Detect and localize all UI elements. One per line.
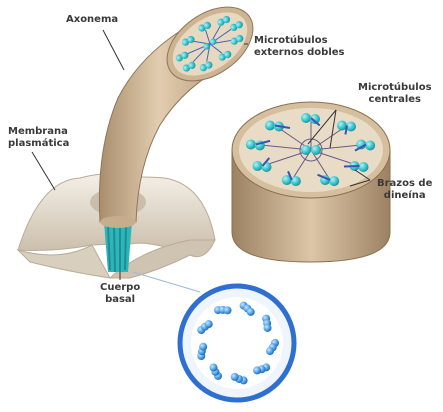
triplet-microtubule xyxy=(266,347,274,355)
triplet-microtubule xyxy=(247,308,255,316)
doublet-microtubule xyxy=(365,140,375,150)
triplet-microtubule xyxy=(205,320,213,328)
doublet-microtubule xyxy=(262,162,272,172)
label-cuerpo-basal: Cuerpo basal xyxy=(100,282,140,306)
central-microtubule xyxy=(301,145,311,155)
spoke-line xyxy=(344,166,360,167)
triplet-microtubule xyxy=(231,373,239,381)
doublet-microtubule xyxy=(358,162,368,172)
label-microtubulos-centrales: Microtúbulos centrales xyxy=(358,82,432,106)
label-membrana-plasmatica: Membrana plasmática xyxy=(8,126,69,150)
doublet-microtubule xyxy=(265,120,275,130)
doublet-microtubule xyxy=(301,113,311,123)
doublet-microtubule xyxy=(253,161,263,171)
label-axonema: Axonema xyxy=(66,14,118,26)
doublet-microtubule xyxy=(329,176,339,186)
central-microtubule xyxy=(311,145,321,155)
cross-section-cylinder xyxy=(232,102,390,262)
basal-body xyxy=(104,222,132,272)
triplet-microtubule xyxy=(253,366,261,374)
doublet-microtubule xyxy=(246,139,256,149)
triplet-microtubule xyxy=(199,343,207,351)
doublet-microtubule xyxy=(291,176,301,186)
triplet-microtubule xyxy=(223,306,231,314)
basal-body-ring xyxy=(133,272,294,400)
triplet-microtubule xyxy=(263,324,271,332)
label-microtubulos-externos: Microtúbulos externos dobles xyxy=(254,35,345,59)
triplet-microtubule xyxy=(209,364,217,372)
label-brazos-de-dineina: Brazos de dineína xyxy=(377,178,432,202)
